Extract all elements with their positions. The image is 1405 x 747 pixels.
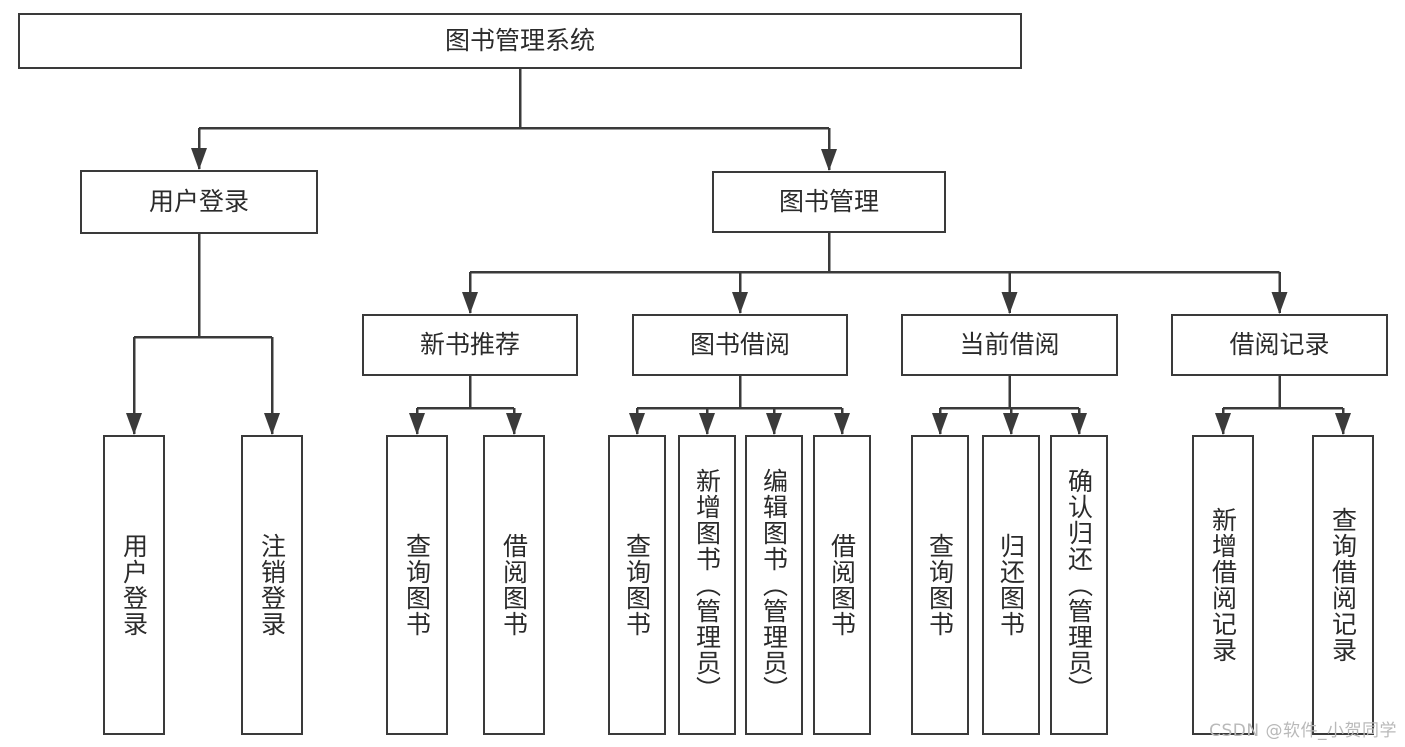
node-label-leaf_2: 查询图书	[402, 533, 432, 637]
node-leaf_5[interactable]: 新增图书（管理员）	[678, 435, 736, 735]
node-l2_2[interactable]: 当前借阅	[901, 314, 1118, 376]
node-l1_0[interactable]: 用户登录	[80, 170, 318, 234]
node-l2_1[interactable]: 图书借阅	[632, 314, 848, 376]
node-root[interactable]: 图书管理系统	[18, 13, 1022, 69]
node-label-l1_1: 图书管理	[778, 187, 879, 216]
arrowhead-l1_1	[821, 149, 837, 171]
node-label-l2_1: 图书借阅	[689, 330, 790, 359]
node-label-l2_0: 新书推荐	[419, 330, 520, 359]
node-label-leaf_1: 注销登录	[257, 533, 287, 637]
node-l1_1[interactable]: 图书管理	[712, 171, 946, 233]
node-label-leaf_12: 查询借阅记录	[1328, 507, 1358, 663]
arrowhead-leaf_7	[834, 413, 850, 435]
arrowhead-leaf_1	[264, 413, 280, 435]
arrowhead-leaf_2	[409, 413, 425, 435]
arrowhead-leaf_9	[1003, 413, 1019, 435]
arrowhead-leaf_6	[766, 413, 782, 435]
node-label-leaf_10: 确认归还（管理员）	[1064, 468, 1094, 702]
node-leaf_2[interactable]: 查询图书	[386, 435, 448, 735]
node-label-leaf_5: 新增图书（管理员）	[692, 468, 722, 702]
node-leaf_11[interactable]: 新增借阅记录	[1192, 435, 1254, 735]
node-label-leaf_6: 编辑图书（管理员）	[759, 468, 789, 702]
node-label-leaf_7: 借阅图书	[827, 533, 857, 637]
node-leaf_10[interactable]: 确认归还（管理员）	[1050, 435, 1108, 735]
node-leaf_9[interactable]: 归还图书	[982, 435, 1040, 735]
arrowhead-leaf_3	[506, 413, 522, 435]
arrowhead-l1_0	[191, 148, 207, 170]
node-leaf_1[interactable]: 注销登录	[241, 435, 303, 735]
node-label-l2_2: 当前借阅	[959, 330, 1060, 359]
node-label-l2_3: 借阅记录	[1229, 330, 1330, 359]
arrowhead-l2_1	[732, 292, 748, 314]
node-leaf_8[interactable]: 查询图书	[911, 435, 969, 735]
node-leaf_7[interactable]: 借阅图书	[813, 435, 871, 735]
node-leaf_4[interactable]: 查询图书	[608, 435, 666, 735]
node-label-leaf_8: 查询图书	[925, 533, 955, 637]
arrowhead-l2_0	[462, 292, 478, 314]
node-label-leaf_4: 查询图书	[622, 533, 652, 637]
node-leaf_6[interactable]: 编辑图书（管理员）	[745, 435, 803, 735]
arrowhead-leaf_12	[1335, 413, 1351, 435]
arrowhead-l2_3	[1271, 292, 1288, 314]
node-label-leaf_11: 新增借阅记录	[1208, 507, 1238, 663]
arrowhead-leaf_11	[1215, 413, 1231, 435]
node-leaf_3[interactable]: 借阅图书	[483, 435, 545, 735]
arrowhead-l2_2	[1001, 292, 1018, 314]
node-label-leaf_9: 归还图书	[996, 533, 1026, 637]
arrowhead-leaf_5	[699, 413, 715, 435]
node-label-leaf_0: 用户登录	[119, 533, 149, 637]
node-l2_3[interactable]: 借阅记录	[1171, 314, 1388, 376]
node-label-root: 图书管理系统	[444, 26, 595, 55]
arrowhead-leaf_10	[1071, 413, 1087, 435]
node-leaf_12[interactable]: 查询借阅记录	[1312, 435, 1374, 735]
node-label-l1_0: 用户登录	[148, 187, 249, 216]
arrowhead-leaf_0	[126, 413, 142, 435]
arrowhead-leaf_4	[629, 413, 645, 435]
node-l2_0[interactable]: 新书推荐	[362, 314, 578, 376]
node-leaf_0[interactable]: 用户登录	[103, 435, 165, 735]
arrowhead-leaf_8	[932, 413, 948, 435]
node-label-leaf_3: 借阅图书	[499, 533, 529, 637]
watermark-label: CSDN @软件_小贺同学	[1209, 721, 1397, 741]
